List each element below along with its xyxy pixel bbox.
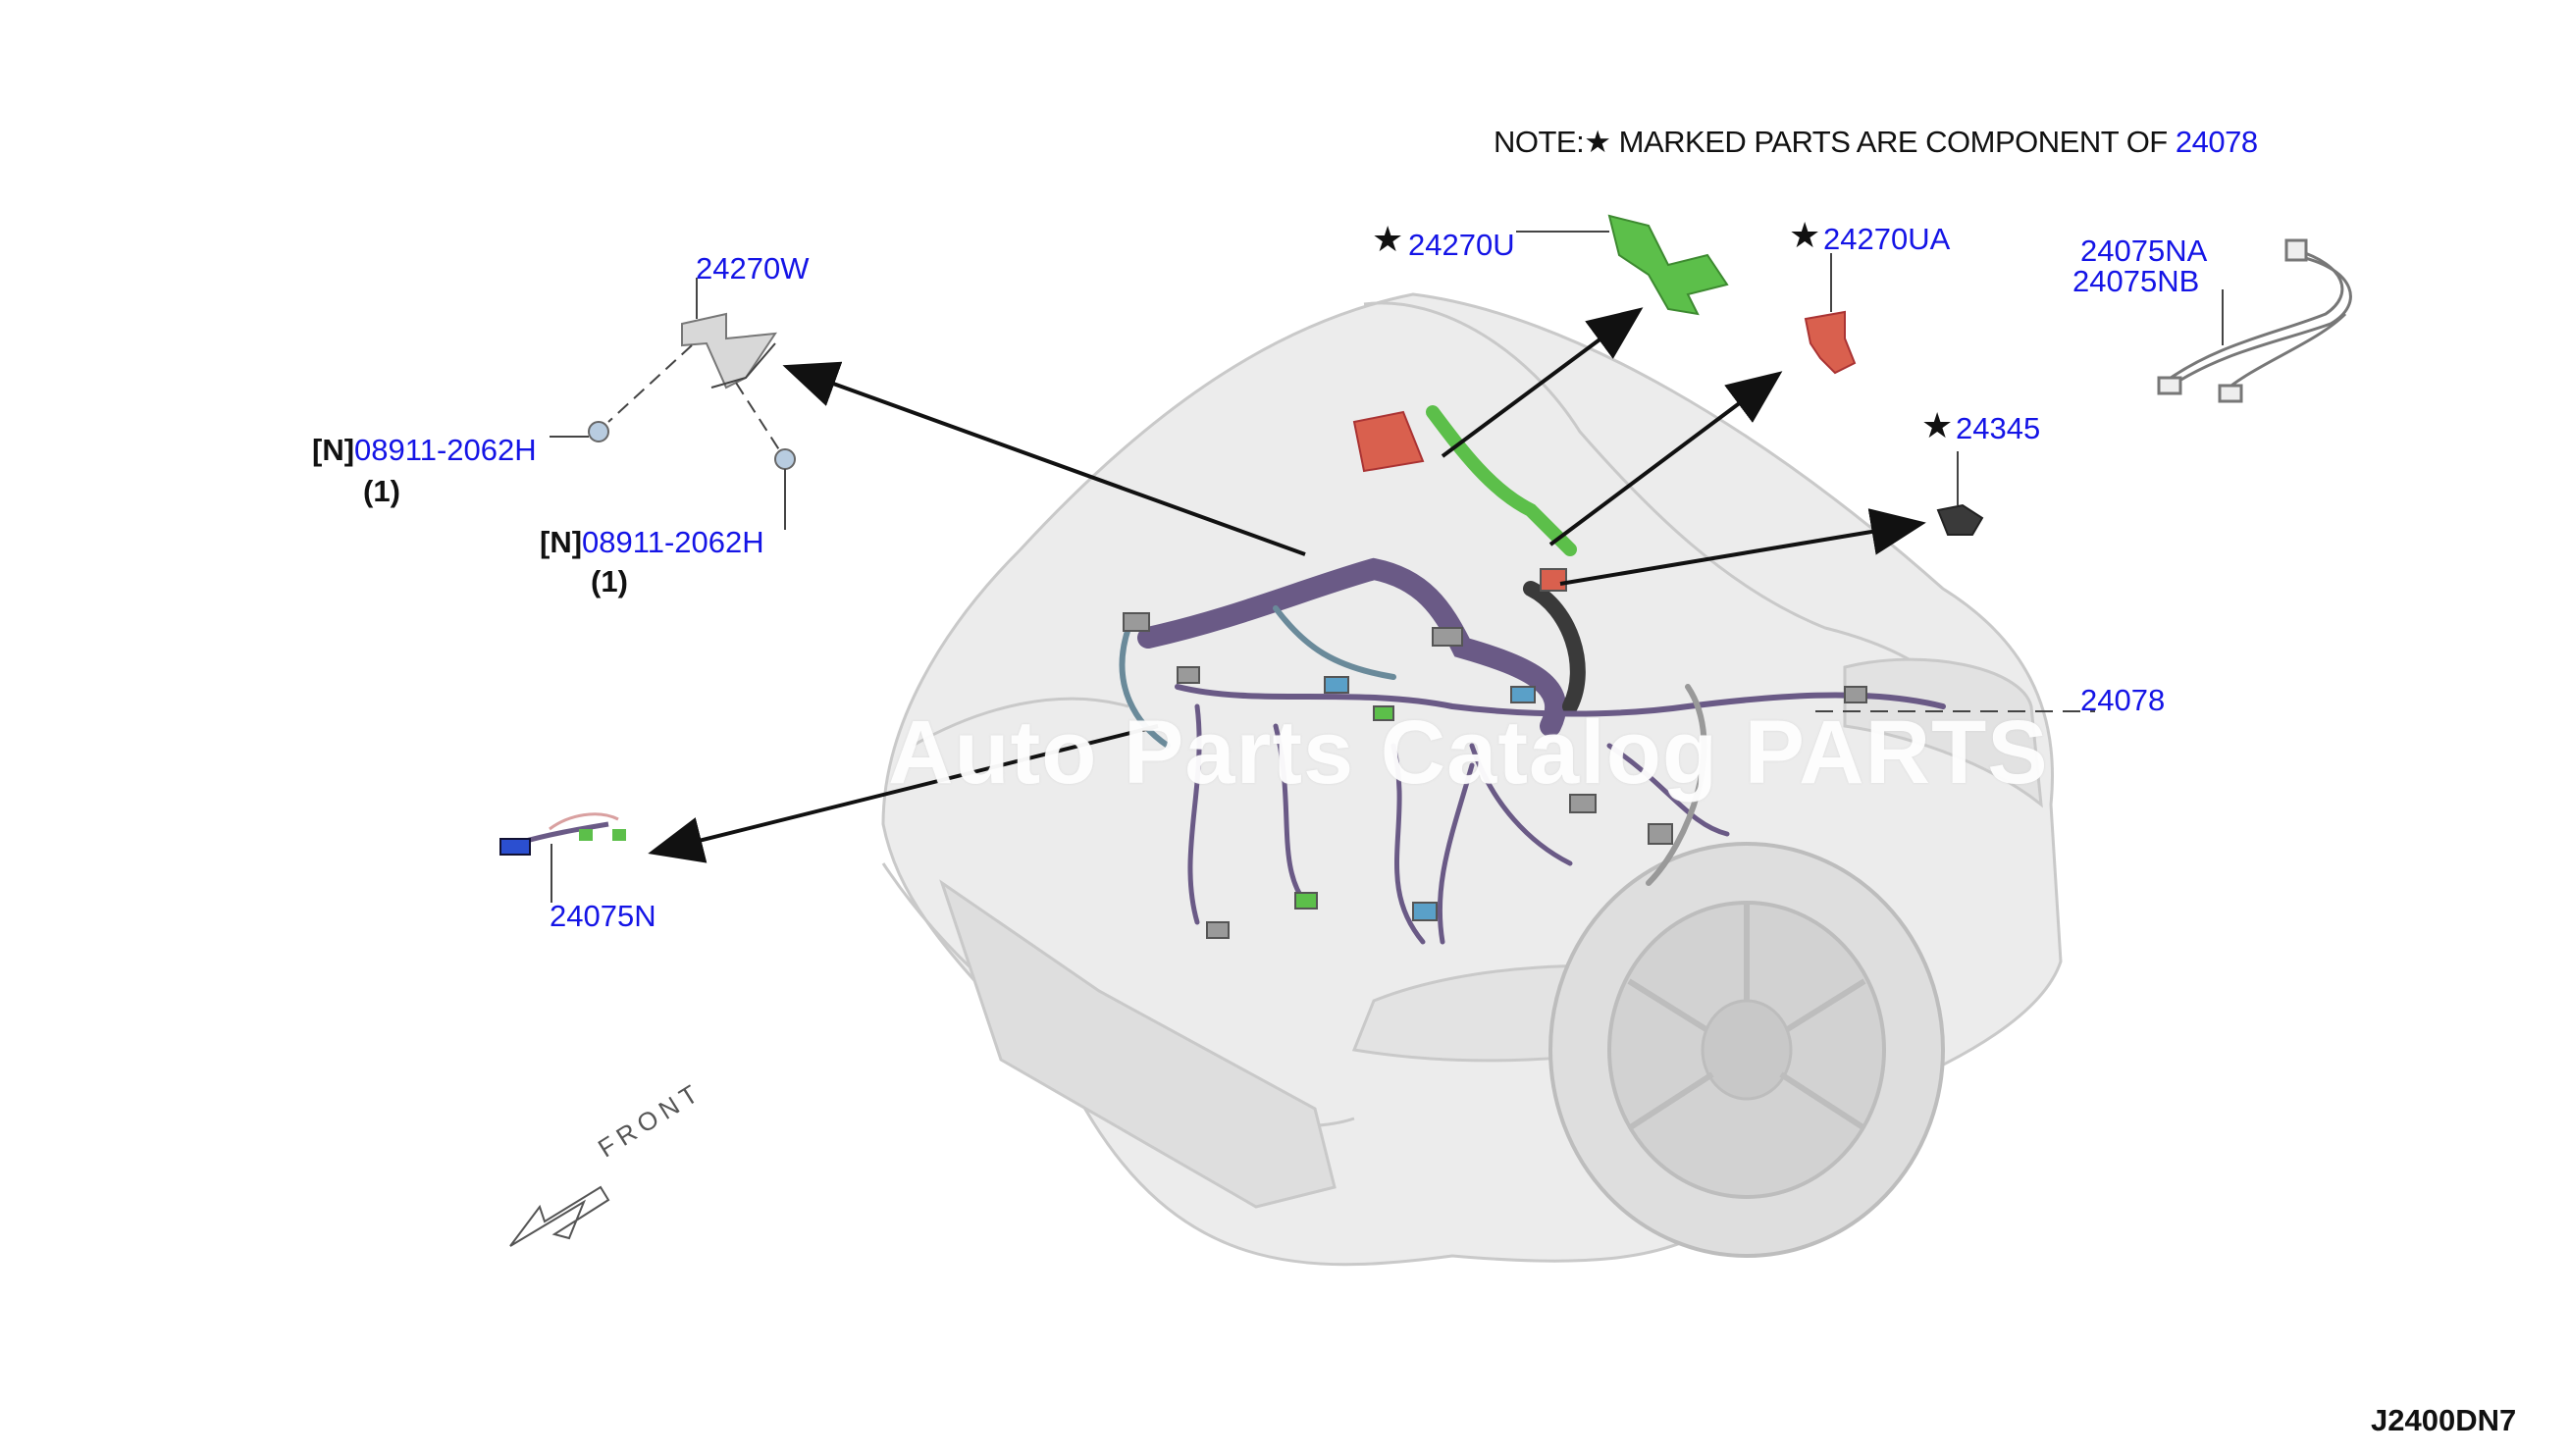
bolt-2-qty: (1)	[591, 564, 628, 598]
star-icon: ★	[1789, 215, 1821, 255]
front-wheel	[1548, 842, 1945, 1258]
part-link-24078[interactable]: 24078	[2080, 683, 2166, 717]
bolt-1-icon	[588, 421, 609, 442]
part-link-24270W[interactable]: 24270W	[696, 251, 810, 286]
bolt-1-qty: (1)	[363, 474, 400, 508]
part-link-24075N[interactable]: 24075N	[550, 899, 656, 933]
star-icon: ★	[1372, 219, 1404, 259]
sensor-24345	[1936, 503, 1984, 536]
bolt-2-label: [N]08911-2062H	[540, 527, 764, 557]
bolt-1-label: [N]08911-2062H	[312, 435, 537, 465]
watermark: Auto Parts Catalog PARTS	[888, 702, 2049, 803]
part-link-08911-2062H[interactable]: 08911-2062H	[582, 525, 764, 559]
red-bracket-on-car	[1352, 410, 1425, 473]
bolt-2-icon	[774, 448, 796, 470]
part-link-08911-2062H[interactable]: 08911-2062H	[354, 433, 537, 467]
diagram-code: J2400DN7	[2371, 1403, 2517, 1437]
part-link-24345[interactable]: 24345	[1956, 411, 2041, 445]
harness-24075N	[499, 812, 626, 856]
bracket-24270U	[1607, 214, 1729, 316]
part-link-24075NA[interactable]: 24075NA	[2080, 234, 2208, 268]
part-link-24270UA[interactable]: 24270UA	[1823, 222, 1951, 256]
note-text: NOTE:★ MARKED PARTS ARE COMPONENT OF 240…	[1494, 125, 2258, 160]
harness-connectors	[1123, 568, 1867, 939]
star-icon: ★	[1584, 125, 1611, 159]
bolt-1-prefix: [N]	[312, 433, 355, 467]
wire-harness	[1119, 405, 1946, 945]
star-icon: ★	[1921, 405, 1954, 445]
note-prefix: NOTE:	[1494, 125, 1585, 159]
front-arrow-icon	[509, 1185, 610, 1247]
bracket-24270W	[681, 312, 778, 390]
callout-arrows	[648, 307, 1926, 863]
part-link-24075NB[interactable]: 24075NB	[2072, 264, 2200, 298]
cable-24075NA-NB	[2157, 238, 2352, 403]
bracket-24270UA	[1804, 310, 1857, 375]
part-link-24270U[interactable]: 24270U	[1408, 228, 1515, 262]
bolt-2-prefix: [N]	[540, 525, 583, 559]
note-ref-link[interactable]: 24078	[2175, 125, 2258, 159]
note-body: MARKED PARTS ARE COMPONENT OF	[1618, 125, 2169, 159]
